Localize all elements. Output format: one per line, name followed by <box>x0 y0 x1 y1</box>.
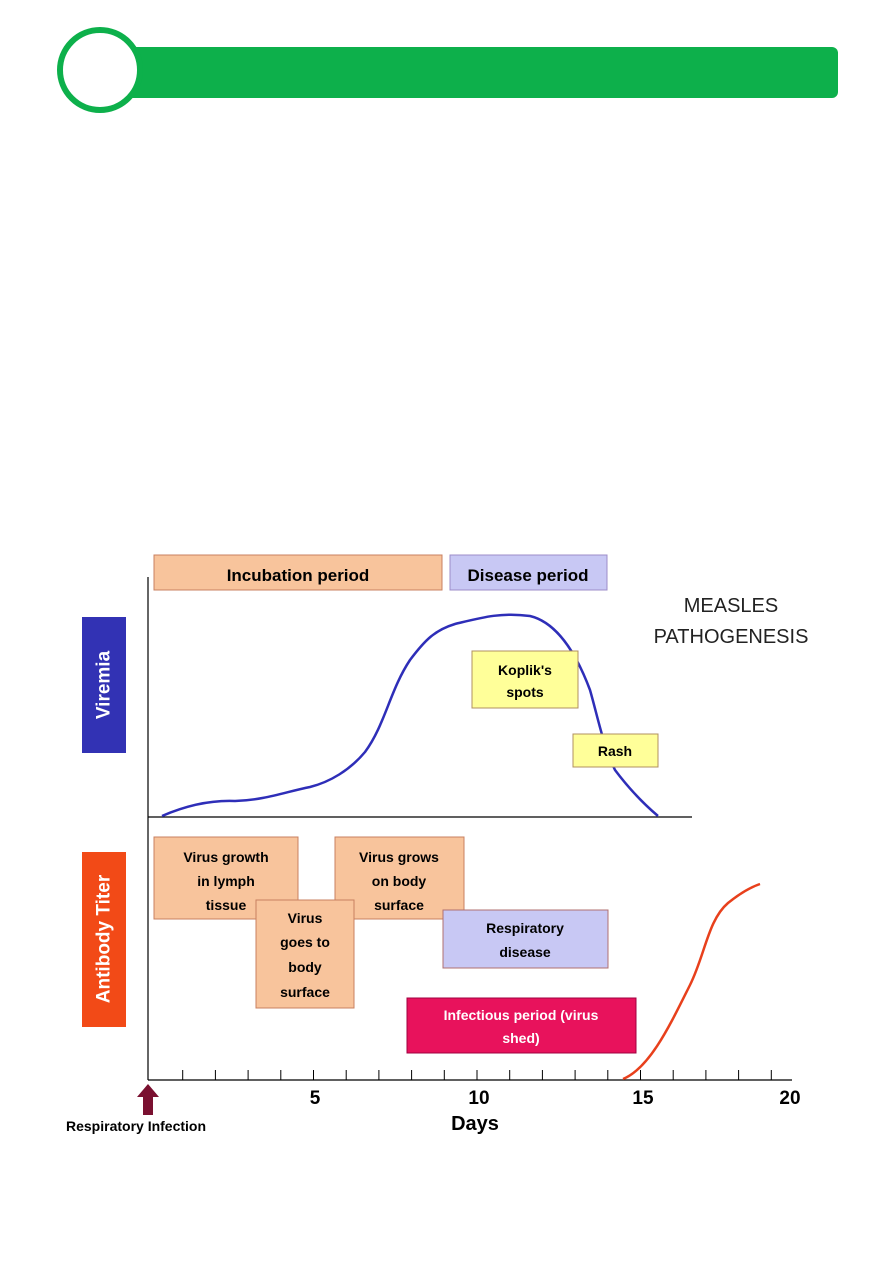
title-line-1: MEASLES <box>684 595 778 617</box>
virus-growth-line-2: in lymph <box>197 873 255 889</box>
virus-goes-line-2: goes to <box>280 934 330 950</box>
incubation-period-box <box>153 554 443 591</box>
title-line-2: PATHOGENESIS <box>654 626 809 648</box>
virus-grows-box <box>334 836 465 920</box>
virus-growth-line-3: tissue <box>206 897 247 913</box>
antibody-label: Antibody Titer <box>94 874 115 1003</box>
kopliks-spots-box <box>471 650 579 709</box>
kopliks-spots-line-1: Koplik's <box>498 662 552 678</box>
tick-label-10: 10 <box>468 1088 489 1109</box>
kopliks-spots-line-2: spots <box>506 684 544 700</box>
virus-growth-line-1: Virus growth <box>183 849 268 865</box>
tick-label-20: 20 <box>779 1088 800 1109</box>
respiratory-disease-line-2: disease <box>499 944 551 960</box>
respiratory-disease-line-1: Respiratory <box>486 920 564 936</box>
infection-arrow-icon <box>137 1084 159 1115</box>
header-circle-badge <box>57 27 143 113</box>
viremia-label: Viremia <box>94 650 115 719</box>
infectious-period-line-1: Infectious period (virus <box>444 1007 599 1023</box>
virus-grows-line-2: on body <box>372 873 427 889</box>
virus-goes-box <box>255 899 355 1009</box>
virus-grows-line-3: surface <box>374 897 424 913</box>
virus-goes-line-3: body <box>288 959 322 975</box>
tick-label-15: 15 <box>632 1088 654 1109</box>
respiratory-disease-box <box>442 909 609 969</box>
virus-goes-line-1: Virus <box>288 910 323 926</box>
antibody-label-box <box>82 852 126 1027</box>
antibody-curve <box>622 882 761 1081</box>
disease-period-box <box>449 554 608 591</box>
infectious-period-line-2: shed) <box>502 1030 539 1046</box>
header-banner <box>100 47 838 98</box>
viremia-curve <box>161 613 659 818</box>
incubation-period-label: Incubation period <box>227 566 370 585</box>
disease-period-label: Disease period <box>468 566 589 585</box>
virus-grows-line-1: Virus grows <box>359 849 439 865</box>
rash-box <box>572 733 659 768</box>
rash-label: Rash <box>598 743 632 759</box>
virus-goes-line-4: surface <box>280 984 330 1000</box>
infectious-period-box <box>406 997 637 1054</box>
viremia-label-box <box>82 617 126 753</box>
x-axis-label: Days <box>451 1113 499 1135</box>
tick-label-5: 5 <box>310 1088 321 1109</box>
x-axis-ticks <box>182 1070 772 1080</box>
infection-annotation: Respiratory Infection <box>66 1118 206 1134</box>
